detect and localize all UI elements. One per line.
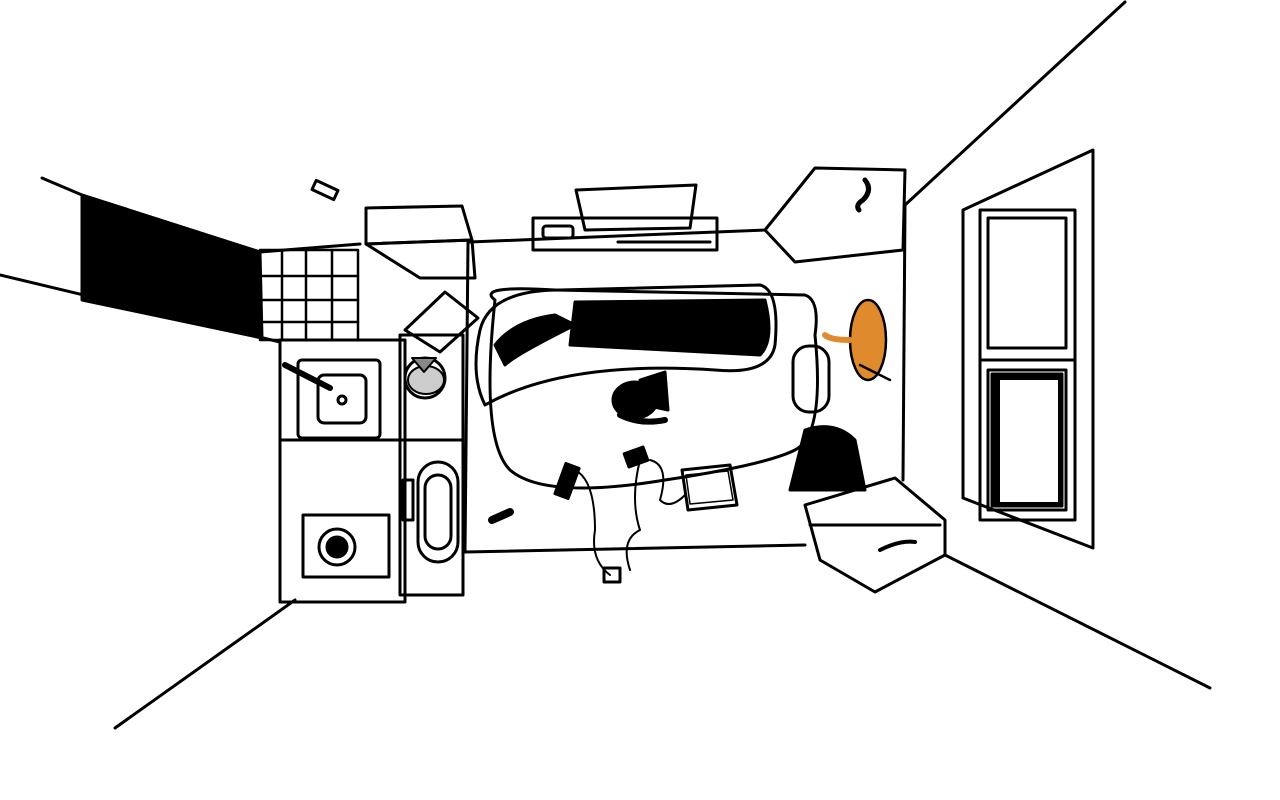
rug (488, 287, 819, 490)
pillow (791, 344, 831, 414)
ceiling-light (310, 178, 340, 202)
suitcase (803, 476, 947, 594)
black-bag (788, 425, 867, 492)
wall-cabinets (364, 166, 907, 280)
room-walls (0, 0, 1212, 730)
tv-stand (531, 183, 719, 252)
dark-wall-band (80, 193, 264, 340)
sofa (474, 283, 778, 407)
laptop-icon (680, 463, 739, 512)
kitchen-counter (278, 338, 407, 604)
phones-and-cables (488, 445, 686, 584)
black-cat-icon (611, 370, 670, 425)
wall-tiles (258, 248, 360, 342)
orange-cat-icon (822, 298, 892, 382)
grey-cat-icon (407, 357, 445, 395)
window (961, 148, 1095, 550)
